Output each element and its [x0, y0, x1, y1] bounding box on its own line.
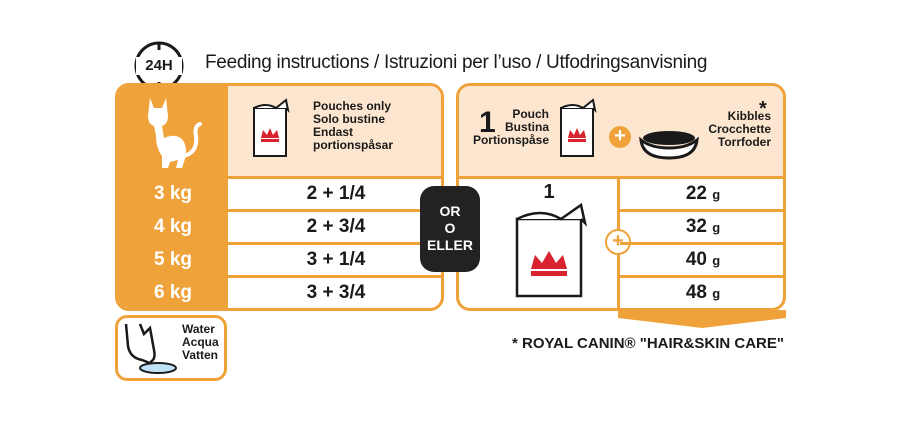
cat-drinking-icon — [124, 323, 177, 374]
weight-cell: 3 kg — [118, 179, 228, 209]
bowl-icon — [639, 131, 699, 160]
kibbles-label-line-3: Torrfoder — [717, 135, 771, 149]
or-label-it: O — [444, 220, 456, 236]
pouch-header-line-4: portionspåsar — [313, 138, 394, 152]
mixed-header-cell: 1 Pouch Bustina Portionspåse + Kibbles C… — [459, 86, 783, 176]
cat-icon — [148, 98, 202, 168]
pouch-header-line-2: Solo bustine — [313, 112, 385, 126]
water-label-en: Water — [182, 322, 215, 336]
or-label-en: OR — [439, 203, 461, 219]
pouch-label-line-3: Portionspåse — [472, 133, 549, 147]
pouch-label-line-2: Bustina — [504, 120, 549, 134]
weight-cell: 6 kg — [118, 278, 228, 308]
kibbles-label-line-2: Crocchette — [708, 122, 771, 136]
footnote: * ROYAL CANIN® "HAIR&SKIN CARE" — [512, 335, 784, 352]
kibbles-asterisk: * — [759, 98, 767, 120]
or-badge: OR O ELLER — [420, 186, 480, 272]
kibbles-amount-cell: 32 g — [685, 216, 721, 237]
pouch-count: 1 — [479, 106, 496, 139]
pouch-header-line-3: Endast — [313, 125, 354, 139]
kibbles-label-line-1: Kibbles — [727, 109, 771, 123]
arrow-down-icon — [618, 310, 786, 328]
large-pouch-icon — [515, 202, 588, 298]
water-label-it: Acqua — [182, 335, 219, 349]
pouch-header-cell: Pouches only Solo bustine Endast portion… — [228, 86, 441, 176]
pouch-amount-cell: 2 + 3/4 — [306, 216, 366, 237]
weight-cell: 5 kg — [118, 245, 228, 275]
water-label-sv: Vatten — [182, 348, 219, 362]
or-label-sv: ELLER — [427, 237, 473, 253]
mixed-feeding-panel: 1 Pouch Bustina Portionspåse + Kibbles C… — [456, 83, 786, 311]
pouch-amount-cell: 3 + 3/4 — [306, 282, 366, 303]
pouch-amount-cell: 3 + 1/4 — [306, 249, 366, 270]
big-pouch-count: 1 — [543, 181, 555, 203]
water-box: Water Acqua Vatten — [115, 315, 227, 381]
page-title: Feeding instructions / Istruzioni per l’… — [205, 52, 708, 73]
pouch-amount-cell: 2 + 1/4 — [306, 183, 366, 204]
kibbles-amount-cell: 40 g — [685, 249, 721, 270]
pouch-icon — [253, 98, 290, 157]
kibbles-amount-cell: 48 g — [685, 282, 721, 303]
clock-label: 24H — [136, 57, 182, 75]
pouch-label-line-1: Pouch — [512, 107, 549, 121]
plus-icon: + — [609, 126, 631, 148]
weight-cell: 4 kg — [118, 212, 228, 242]
pouches-only-panel: Pouches only Solo bustine Endast portion… — [115, 83, 444, 311]
pouch-icon — [560, 98, 597, 157]
kibbles-amount-cell: 22 g — [685, 183, 721, 204]
daily-pouch-cell: 1 — [459, 179, 619, 308]
cat-header-cell — [118, 86, 228, 176]
pouch-header-line-1: Pouches only — [313, 99, 392, 113]
